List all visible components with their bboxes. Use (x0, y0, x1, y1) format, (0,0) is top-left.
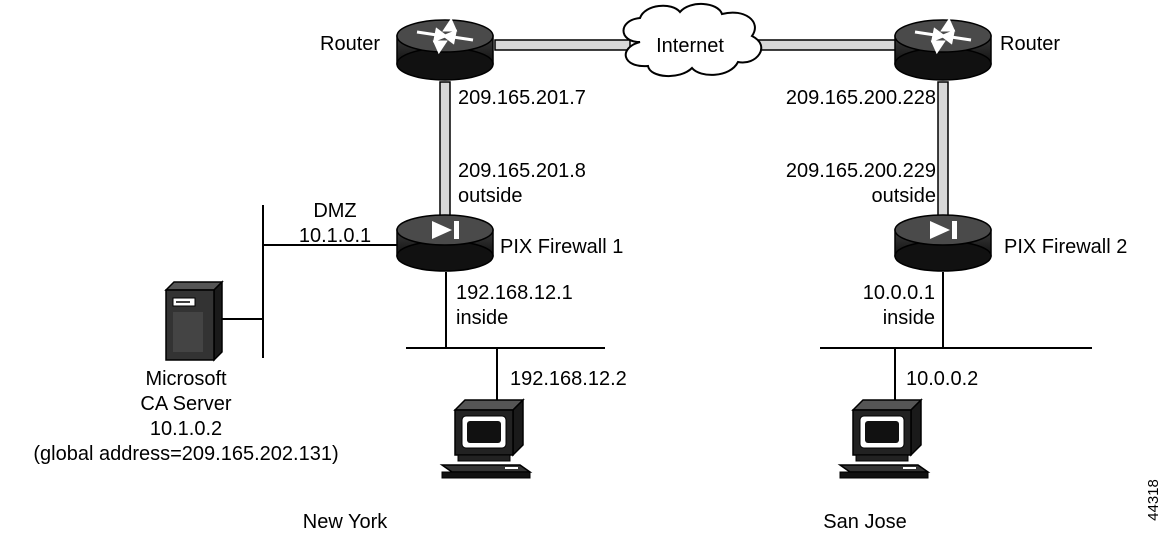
ca-server-name-line1: Microsoft (145, 368, 227, 390)
workstation-icon (439, 398, 533, 479)
router-icon (894, 17, 992, 81)
firewall-icon (396, 214, 494, 272)
fw1-inside-label: inside (456, 307, 508, 329)
fw2-inside-label: inside (883, 307, 935, 329)
workstation-icon (837, 398, 931, 479)
dmz-network (222, 205, 400, 358)
link-internet-sj-router (751, 39, 903, 51)
fw1-label: PIX Firewall 1 (500, 236, 623, 258)
router-icon (396, 17, 494, 81)
site-label-san-jose: San Jose (823, 511, 906, 533)
ny-router-label: Router (320, 33, 380, 55)
ca-server-name-line2: CA Server (140, 393, 231, 415)
dmz-label: DMZ (313, 200, 356, 222)
fw2-outside-ip: 209.165.200.229 (786, 160, 936, 182)
fw2-label: PIX Firewall 2 (1004, 236, 1127, 258)
cloud-icon (622, 3, 763, 77)
dmz-ip: 10.1.0.1 (299, 225, 371, 247)
fw1-outside-label: outside (458, 185, 523, 207)
ny-inside-network (406, 272, 605, 402)
sj-router-ip: 209.165.200.228 (786, 87, 936, 109)
fw2-outside-label: outside (872, 185, 937, 207)
fw2-inside-ip: 10.0.0.1 (863, 282, 935, 304)
ca-server-global-address: (global address=209.165.202.131) (33, 443, 338, 465)
ny-router-ip: 209.165.201.7 (458, 87, 586, 109)
server-icon (164, 280, 224, 362)
fw1-outside-ip: 209.165.201.8 (458, 160, 586, 182)
figure-id: 44318 (1145, 479, 1162, 521)
fw1-inside-ip: 192.168.12.1 (456, 282, 573, 304)
firewall-icon (894, 214, 992, 272)
ca-server-ip: 10.1.0.2 (150, 418, 222, 440)
link-ny-router-internet (494, 39, 631, 51)
site-label-new-york: New York (303, 511, 388, 533)
link-sj-router-fw2 (937, 81, 949, 223)
internet-label: Internet (656, 35, 724, 57)
sj-inside-network (820, 272, 1092, 402)
ny-host-ip: 192.168.12.2 (510, 368, 627, 390)
sj-router-label: Router (1000, 33, 1060, 55)
sj-host-ip: 10.0.0.2 (906, 368, 978, 390)
link-ny-router-fw1 (439, 81, 451, 223)
